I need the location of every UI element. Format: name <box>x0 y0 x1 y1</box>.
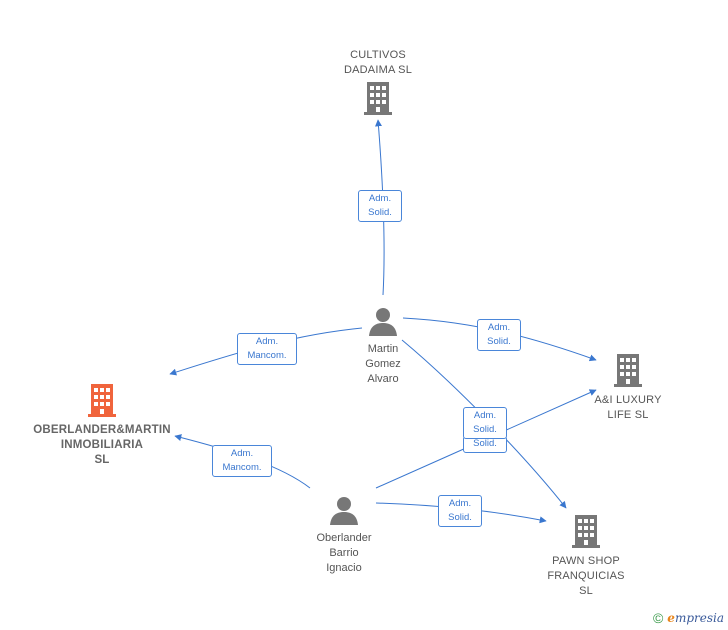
building-icon <box>88 384 116 417</box>
person-icon <box>330 497 358 525</box>
relation-badge-oberlander-pawn-shop[interactable]: Adm. Solid. <box>438 495 482 527</box>
building-icon <box>572 515 600 548</box>
node-label: Martin Gomez Alvaro <box>365 343 401 385</box>
node-oberlander-martin-inmobiliaria[interactable]: OBERLANDER&MARTIN INMOBILIARIA SL <box>20 382 184 468</box>
copyright-icon: © <box>652 610 664 626</box>
relation-badge-martin-cultivos[interactable]: Adm. Solid. <box>358 190 402 222</box>
node-martin-gomez-alvaro[interactable]: Martin Gomez Alvaro <box>343 305 423 387</box>
node-cultivos-dadaima[interactable]: CULTIVOS DADAIMA SL <box>318 48 438 121</box>
relation-badge-oberlander-oberlander-martin[interactable]: Adm. Mancom. <box>212 445 272 477</box>
node-label: A&I LUXURY LIFE SL <box>594 394 662 421</box>
node-label: Oberlander Barrio Ignacio <box>316 532 372 574</box>
node-ai-luxury-life[interactable]: A&I LUXURY LIFE SL <box>578 352 678 423</box>
building-icon <box>614 354 642 387</box>
relation-badge-martin-oberlander-martin[interactable]: Adm. Mancom. <box>237 333 297 365</box>
node-oberlander-barrio-ignacio[interactable]: Oberlander Barrio Ignacio <box>302 494 386 576</box>
relation-badge-martin-ai-luxury[interactable]: Adm. Solid. <box>477 319 521 351</box>
building-icon <box>364 82 392 115</box>
person-icon <box>369 308 397 336</box>
node-label: PAWN SHOP FRANQUICIAS SL <box>547 555 625 597</box>
node-label: CULTIVOS DADAIMA SL <box>343 49 413 76</box>
brand-footer: © empresia <box>653 610 724 626</box>
node-label: OBERLANDER&MARTIN INMOBILIARIA SL <box>33 424 171 466</box>
relation-badge-overlap-top[interactable]: Adm. Solid. <box>463 407 507 439</box>
node-pawn-shop-franquicias[interactable]: PAWN SHOP FRANQUICIAS SL <box>534 513 638 599</box>
brand-logo: empresia <box>667 611 724 625</box>
